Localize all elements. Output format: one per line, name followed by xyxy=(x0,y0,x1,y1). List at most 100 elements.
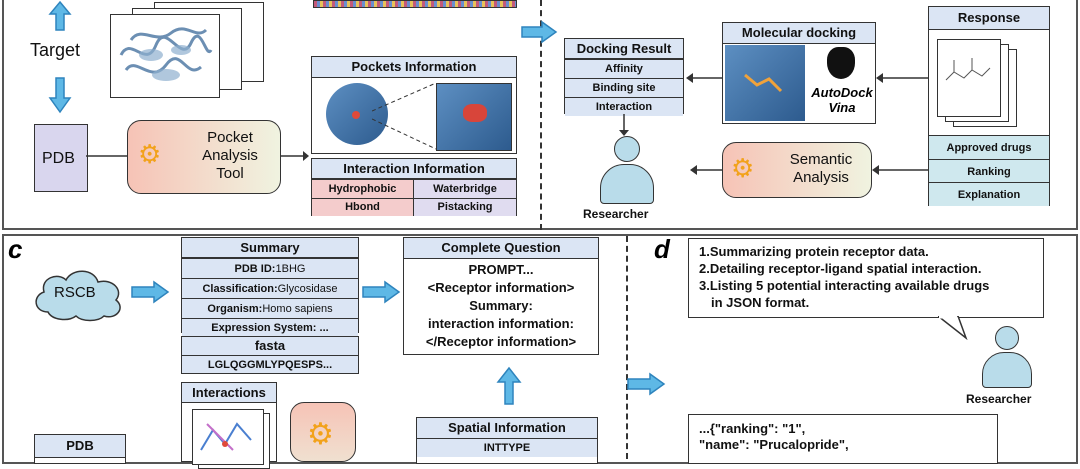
pocket-tool-line3: Tool xyxy=(216,165,244,182)
pistacking-cell: Pistacking xyxy=(414,197,516,216)
semantic-analysis-tool: ⚙ Semantic Analysis xyxy=(722,142,872,198)
molecular-docking-title: Molecular docking xyxy=(723,23,875,44)
up-arrow-icon xyxy=(496,366,522,405)
waterbridge-cell: Waterbridge xyxy=(414,179,516,198)
spatial-information-box: Spatial Information INTTYPE xyxy=(416,417,598,464)
fasta-title: fasta xyxy=(182,337,358,356)
json-line: "name": "Prucalopride", xyxy=(699,437,849,452)
target-label: Target xyxy=(30,40,81,60)
summary-row: Organism:Homo sapiens xyxy=(182,298,358,318)
connector-arrow xyxy=(86,155,128,157)
summary-box: Summary PDB ID:1BHG Classification:Glyco… xyxy=(181,237,359,336)
summary-row-value: Glycosidase xyxy=(277,282,338,295)
dashed-separator xyxy=(626,236,628,459)
complete-question-title: Complete Question xyxy=(404,238,598,259)
pdb-box: PDB xyxy=(34,434,126,464)
researcher-avatar-icon xyxy=(980,326,1032,388)
hydrophobic-cell: Hydrophobic xyxy=(312,179,414,198)
analysis-tool-box: ⚙ xyxy=(290,402,356,462)
summary-row-label: Classification: xyxy=(202,282,278,295)
dashed-separator xyxy=(540,0,542,230)
down-connector xyxy=(619,114,629,136)
connector-arrow xyxy=(281,151,309,161)
question-line: Summary: xyxy=(469,298,533,313)
summary-row-label: PDB ID: xyxy=(234,262,276,275)
affinity-cell: Affinity xyxy=(565,59,683,78)
prompt-line: 1.Summarizing protein receptor data. xyxy=(699,244,929,259)
autodock-logo-icon xyxy=(827,47,855,79)
summary-row-value: 1BHG xyxy=(275,262,306,275)
interactions-title: Interactions xyxy=(182,383,276,403)
summary-row: PDB ID:1BHG xyxy=(182,258,358,278)
pocket-tool-line1: Pocket xyxy=(207,129,253,146)
gear-icon: ⚙ xyxy=(138,139,162,169)
left-connector xyxy=(876,73,928,83)
summary-row-label: Organism: xyxy=(207,302,263,315)
semantic-line1: Semantic xyxy=(789,151,853,168)
pocket-zoom-image xyxy=(436,83,512,151)
panel-c-letter: c xyxy=(8,234,23,264)
approved-drugs-cell: Approved drugs xyxy=(929,135,1049,160)
autodock-label: AutoDock xyxy=(811,85,873,100)
down-arrow-icon xyxy=(48,77,72,114)
gear-icon: ⚙ xyxy=(307,418,334,451)
speech-tail xyxy=(938,316,968,340)
summary-row: Expression System: ... xyxy=(182,318,358,336)
gear-icon: ⚙ xyxy=(731,153,755,183)
complete-question-box: Complete Question PROMPT... <Receptor in… xyxy=(403,237,599,355)
summary-title: Summary xyxy=(182,238,358,258)
semantic-line2: Analysis xyxy=(793,169,849,186)
docking-result-title: Docking Result xyxy=(565,39,683,59)
researcher-label: Researcher xyxy=(966,392,1032,406)
pocket-analysis-tool: ⚙ Pocket Analysis Tool xyxy=(127,120,281,194)
pdb-label: PDB xyxy=(42,150,75,167)
fasta-box: fasta LGLQGGMLYPQESPS... xyxy=(181,336,359,374)
right-arrow-icon xyxy=(521,20,558,44)
up-arrow-icon xyxy=(48,0,72,31)
interaction-cell: Interaction xyxy=(565,97,683,116)
json-response-box: ...{"ranking": "1", "name": "Prucaloprid… xyxy=(688,414,998,464)
inttype-cell: INTTYPE xyxy=(417,439,597,457)
left-connector xyxy=(872,165,928,175)
panel-d-letter: d xyxy=(654,234,670,264)
json-line: ...{"ranking": "1", xyxy=(699,421,806,436)
response-title: Response xyxy=(929,7,1049,30)
summary-row: Classification:Glycosidase xyxy=(182,278,358,298)
summary-row-value: Homo sapiens xyxy=(262,302,333,315)
researcher-avatar-icon xyxy=(598,136,654,206)
question-line: <Receptor information> xyxy=(427,280,575,295)
question-line: PROMPT... xyxy=(468,262,534,277)
pockets-information-box: Pockets Information xyxy=(311,56,517,154)
pdb-document-icon xyxy=(34,124,88,192)
left-connector xyxy=(686,73,722,83)
molecular-docking-box: Molecular docking AutoDock Vina xyxy=(722,22,876,124)
pdb-box-title: PDB xyxy=(35,435,125,458)
interaction-information-title: Interaction Information xyxy=(312,159,516,179)
explanation-cell: Explanation xyxy=(929,182,1049,206)
response-structure-images xyxy=(937,39,1041,133)
ranking-cell: Ranking xyxy=(929,159,1049,183)
pockets-information-title: Pockets Information xyxy=(312,57,516,78)
pocket-tool-line2: Analysis xyxy=(202,147,258,164)
hbond-cell: Hbond xyxy=(312,197,414,216)
question-line: interaction information: xyxy=(428,316,574,331)
interaction-structure-image xyxy=(188,407,272,469)
rscb-label: RSCB xyxy=(54,284,96,301)
vina-label: Vina xyxy=(828,100,856,115)
interaction-information-box: Interaction Information Hydrophobic Wate… xyxy=(311,158,517,216)
fasta-sequence: LGLQGGMLYPQESPS... xyxy=(182,356,358,373)
prompt-line: 3.Listing 5 potential interacting availa… xyxy=(699,278,990,293)
right-arrow-icon xyxy=(131,280,170,304)
binding-site-cell: Binding site xyxy=(565,78,683,97)
protein-structure-image xyxy=(110,14,220,98)
researcher-label: Researcher xyxy=(583,207,649,221)
spatial-information-title: Spatial Information xyxy=(417,418,597,439)
prompt-line: in JSON format. xyxy=(711,295,810,310)
prompt-line: 2.Detailing receptor-ligand spatial inte… xyxy=(699,261,982,276)
right-arrow-icon xyxy=(627,372,666,396)
right-arrow-icon xyxy=(362,280,401,304)
sequence-bar xyxy=(313,0,517,8)
docking-surface-image xyxy=(725,45,805,121)
summary-row-label: Expression System: ... xyxy=(211,321,329,334)
docking-result-box: Docking Result Affinity Binding site Int… xyxy=(564,38,684,116)
